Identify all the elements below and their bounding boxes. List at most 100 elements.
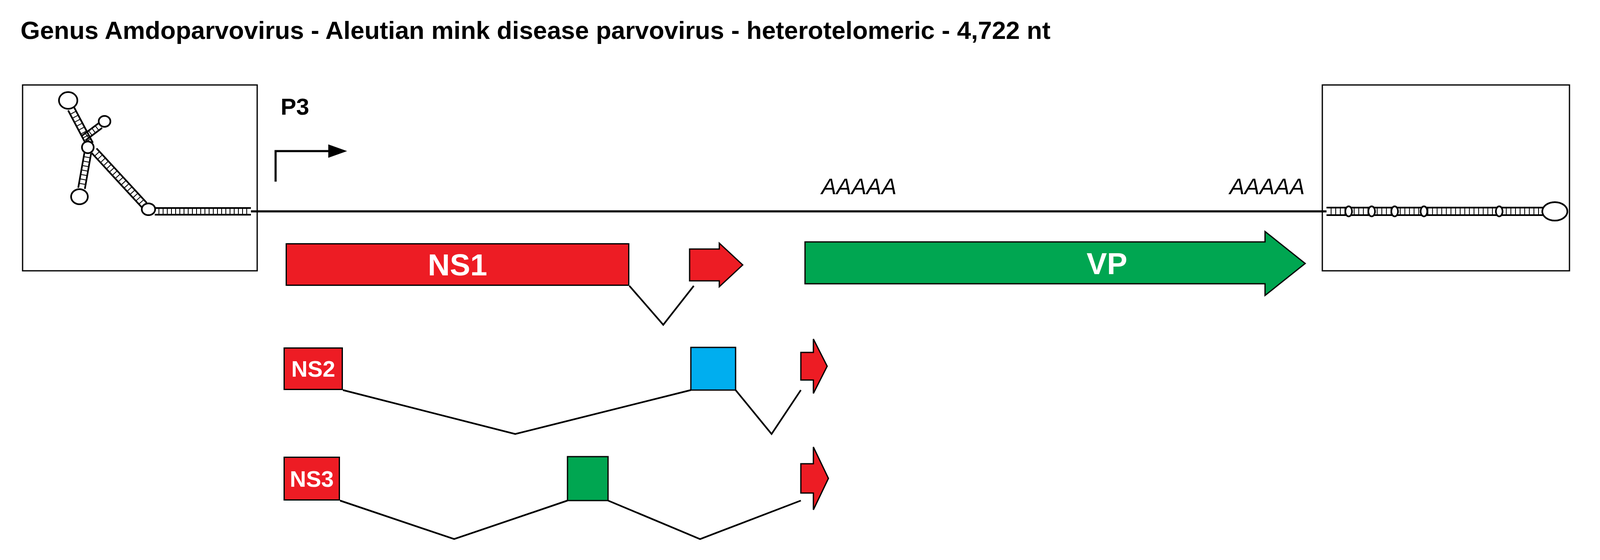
base-pair <box>1418 207 1419 215</box>
base-pair <box>1482 207 1484 215</box>
base-pair <box>1436 207 1438 215</box>
ns2-box: NS2 <box>283 347 343 390</box>
base-pair <box>100 158 106 163</box>
base-pair <box>1533 207 1535 215</box>
base-pair <box>212 207 214 215</box>
base-pair <box>115 173 121 179</box>
exon-arrow <box>689 242 743 287</box>
base-pair <box>1381 207 1383 215</box>
base-pair <box>162 207 164 215</box>
base-pair <box>1358 207 1360 215</box>
base-pair <box>103 161 109 166</box>
left-telomere-box <box>22 84 258 271</box>
strand <box>68 110 87 146</box>
base-pair <box>138 199 144 205</box>
base-pair <box>70 111 77 115</box>
base-pair <box>1399 207 1401 215</box>
base-pair <box>1505 207 1507 215</box>
base-pair <box>1464 207 1466 215</box>
base-pair <box>72 115 79 118</box>
polya-label: AAAAA <box>821 173 897 200</box>
arrow-shape <box>804 230 1307 297</box>
hairpin-loop <box>1368 206 1376 217</box>
telomere-hairpins <box>58 92 1568 221</box>
promoter-label: P3 <box>280 92 310 121</box>
base-pair <box>118 176 124 182</box>
base-pair <box>191 207 193 215</box>
hairpin-loop <box>1495 206 1503 217</box>
base-pair <box>171 207 172 215</box>
exon-arrow <box>800 446 829 510</box>
gene-label: VP <box>1086 245 1128 281</box>
strand <box>96 148 147 203</box>
promoter-arrow <box>275 150 335 182</box>
base-pair <box>1353 207 1355 215</box>
base-pair <box>81 169 89 172</box>
hairpin-loop <box>1420 206 1428 217</box>
base-pair <box>79 178 87 180</box>
base-pair <box>127 186 133 192</box>
exon-box <box>567 456 609 501</box>
base-pair <box>1524 207 1526 215</box>
hairpin-loop <box>98 115 111 127</box>
base-pair <box>112 170 118 176</box>
base-pair <box>1335 207 1337 215</box>
base-pair <box>109 167 115 172</box>
hairpin-loop <box>71 189 88 205</box>
base-pair <box>76 122 83 126</box>
right-telomere-box <box>1322 84 1570 271</box>
hairpin-loop <box>1542 201 1568 221</box>
strand <box>81 122 99 136</box>
gene-label: NS1 <box>427 247 488 282</box>
base-pair <box>94 151 100 156</box>
base-pair <box>1413 207 1415 215</box>
base-pair <box>158 207 160 215</box>
base-pair <box>1446 207 1447 215</box>
strand <box>85 127 103 141</box>
hairpin-loop <box>81 141 94 154</box>
base-pair <box>204 207 206 215</box>
base-pair <box>1473 207 1475 215</box>
base-pair <box>1362 207 1364 215</box>
base-pair <box>233 207 235 215</box>
base-pair <box>82 161 90 163</box>
base-pair <box>221 207 223 215</box>
splice-line <box>608 500 801 539</box>
ns1-box: NS1 <box>285 242 630 286</box>
base-pair <box>1450 207 1452 215</box>
base-pair <box>237 207 239 215</box>
base-pair <box>1528 207 1530 215</box>
strand <box>154 213 251 216</box>
base-pair <box>1330 207 1332 215</box>
base-pair <box>183 207 185 215</box>
hairpin-loop <box>1345 206 1353 217</box>
base-pair <box>1478 207 1480 215</box>
base-pair <box>121 180 127 185</box>
base-pair <box>229 207 231 215</box>
base-pair <box>1441 207 1443 215</box>
base-pair <box>106 164 112 169</box>
base-pair <box>1538 207 1539 215</box>
exon-arrow <box>800 338 828 394</box>
base-pair <box>166 207 168 215</box>
base-pair <box>132 193 139 198</box>
splice-line <box>735 389 801 434</box>
hairpin-loop <box>1391 206 1399 217</box>
base-pair <box>79 183 86 185</box>
base-pair <box>200 207 202 215</box>
base-pair <box>196 207 197 215</box>
base-pair <box>1469 207 1470 215</box>
base-pair <box>92 127 96 133</box>
splice-line <box>342 389 691 434</box>
ns3-box: NS3 <box>283 456 340 501</box>
base-pair <box>1510 207 1512 215</box>
exon-box <box>690 347 736 390</box>
base-pair <box>1515 207 1516 215</box>
arrow-outline <box>805 231 1306 296</box>
vp-arrow: VP <box>804 230 1307 297</box>
base-pair <box>78 126 85 130</box>
base-pair <box>1459 207 1461 215</box>
base-pair <box>242 207 243 215</box>
base-pair <box>1339 207 1341 215</box>
